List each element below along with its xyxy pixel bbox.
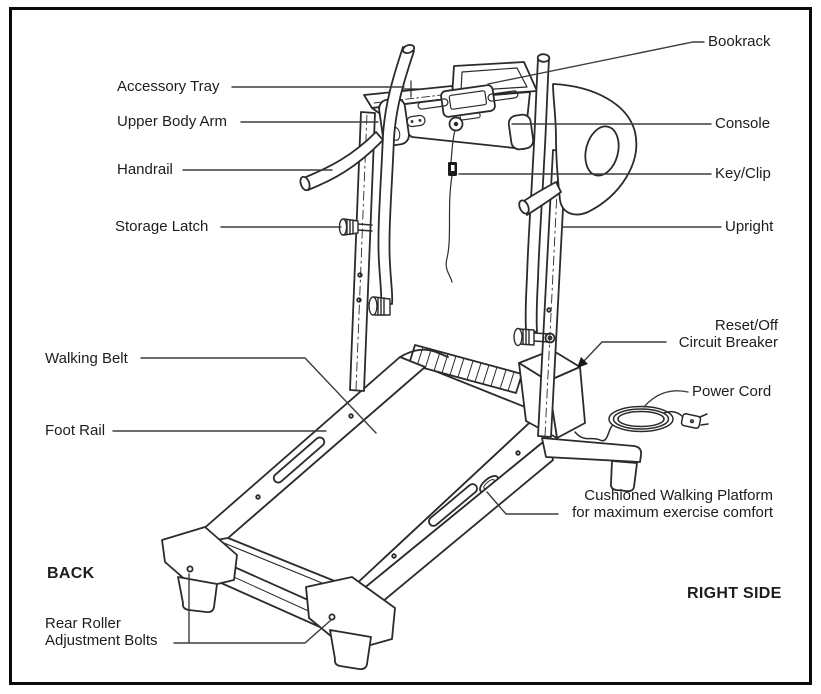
- key-clip-drawing: [445, 129, 457, 283]
- label-key-clip: Key/Clip: [715, 165, 771, 182]
- console-display: [440, 84, 496, 121]
- handrail-grips: [299, 131, 562, 216]
- leader-lines: [112, 41, 722, 644]
- power-cord-drawing: [574, 405, 709, 442]
- rear-feet: [161, 526, 396, 671]
- label-reset-off-circuit-breaker: Reset/Off Circuit Breaker: [679, 317, 778, 351]
- label-upper-body-arm: Upper Body Arm: [117, 113, 228, 130]
- right-pivot-knob: [513, 327, 550, 347]
- accessory-tray-marker: [402, 80, 420, 98]
- label-accessory-tray: Accessory Tray: [117, 78, 220, 95]
- label-rear-roller-line1: Rear Roller: [45, 615, 121, 632]
- label-bookrack: Bookrack: [708, 33, 771, 50]
- right-adjustment-bolt: [328, 613, 336, 621]
- console-right-endcap: [507, 113, 535, 151]
- label-cushioned-line2: for maximum exercise comfort: [572, 504, 773, 521]
- label-upright: Upright: [725, 218, 774, 235]
- label-cushioned-walking-platform: Cushioned Walking Platform for maximum e…: [572, 487, 773, 521]
- label-storage-latch: Storage Latch: [115, 218, 209, 235]
- power-plug: [680, 413, 702, 429]
- console-button-strip-right: [487, 90, 519, 102]
- circuit-breaker-arrowhead: [577, 357, 588, 368]
- belt-rib-texture: [408, 344, 523, 394]
- figure-border: [9, 7, 812, 685]
- console-button-strip-left: [417, 98, 449, 110]
- label-console: Console: [715, 115, 771, 132]
- label-rear-roller-line2: Adjustment Bolts: [45, 632, 158, 649]
- label-reset-line1: Reset/Off: [714, 317, 778, 334]
- label-reset-line2: Circuit Breaker: [678, 334, 778, 351]
- label-foot-rail: Foot Rail: [45, 422, 106, 439]
- left-pivot-knob: [368, 296, 391, 316]
- left-adjustment-bolt: [186, 565, 194, 573]
- label-cushioned-line1: Cushioned Walking Platform: [584, 487, 773, 504]
- label-right-side-view: RIGHT SIDE: [687, 585, 782, 602]
- right-handrail-frame: [552, 83, 638, 216]
- label-walking-belt: Walking Belt: [45, 350, 128, 367]
- label-handrail: Handrail: [117, 161, 173, 178]
- walking-deck: [184, 344, 554, 637]
- label-back-view: BACK: [47, 565, 95, 582]
- label-power-cord: Power Cord: [692, 383, 772, 400]
- left-upright: [349, 111, 376, 392]
- label-rear-roller-adjustment-bolts: Rear Roller Adjustment Bolts: [45, 615, 158, 649]
